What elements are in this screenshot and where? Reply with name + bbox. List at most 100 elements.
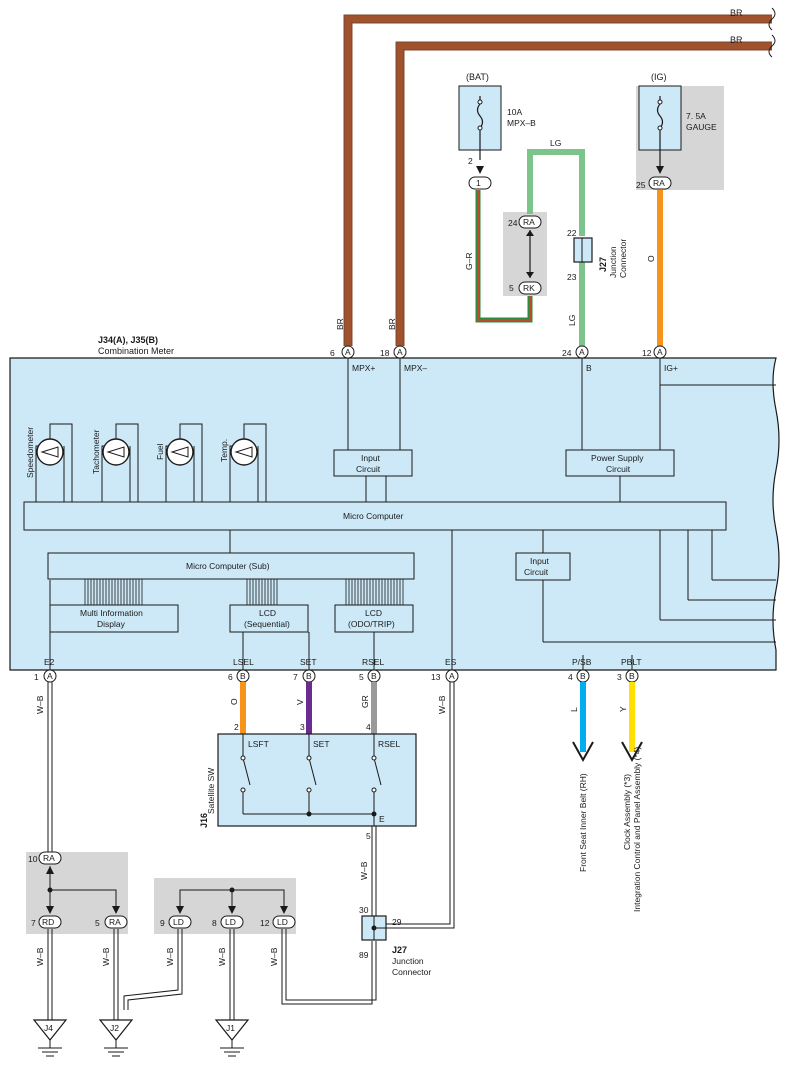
svg-text:B: B (580, 671, 586, 681)
j27-top-pin-22: 22 (567, 228, 577, 238)
ra-rk-block: 24 RA 5 RK (503, 212, 547, 296)
svg-text:5: 5 (366, 831, 371, 841)
svg-text:A: A (657, 347, 663, 357)
ground-j1: J1 (214, 1019, 250, 1057)
ground-wires (47, 929, 377, 1020)
pin12-number: 12 (642, 348, 652, 358)
bottom-wires: W–B O V GR W–B L Y Front Seat Inner Belt… (35, 682, 643, 929)
fuse-icon (476, 96, 484, 160)
svg-text:J1: J1 (226, 1023, 235, 1033)
psb-destination: Front Seat Inner Belt (RH) (578, 773, 588, 872)
j27-junction-top: 22 23 J27 Junction Connector (567, 228, 628, 282)
ld-splice-group: 9 8 12 LD LD LD (154, 878, 296, 934)
bat-fuse-group: (BAT) 10A MPX–B 2 1 (458, 72, 536, 190)
svg-text:A: A (345, 347, 351, 357)
satellite-switch: 2 3 4 LSFT SET RSEL E J16 Satellite SW (199, 722, 417, 916)
svg-text:Connector: Connector (392, 967, 431, 977)
svg-text:Micro Computer (Sub): Micro Computer (Sub) (186, 561, 270, 571)
j27-top-id: J27 (598, 257, 608, 272)
meter-bottom-pins: 1 A 6 B 7 B 5 B 13 A 4 B 3 B (34, 669, 639, 683)
pin18-connector: A (393, 345, 407, 359)
svg-text:Display: Display (97, 619, 126, 629)
svg-text:LCD: LCD (365, 608, 382, 618)
pin6-connector: A (341, 345, 355, 359)
svg-text:J4: J4 (44, 1023, 53, 1033)
multi-information-display: Multi Information Display (49, 604, 179, 633)
svg-text:Temp.: Temp. (219, 439, 229, 462)
svg-text:B: B (371, 671, 377, 681)
pin12-connector: A (653, 345, 667, 359)
svg-text:7: 7 (293, 672, 298, 682)
pblt-destination-1: Clock Assembly (*3) (622, 774, 632, 850)
j27-top-name-2: Connector (618, 239, 628, 278)
pin6-wire: BR (335, 318, 345, 330)
j27-junction-bottom: 30 29 89 J27 Junction Connector (359, 905, 431, 977)
fuel-gauge: Fuel (155, 423, 203, 502)
bat-pin: 2 (468, 156, 473, 166)
meter-top-pins: BR BR 6 18 24 12 A A A A MPX+ MPX– B IG+ (330, 318, 678, 373)
svg-text:J27: J27 (392, 945, 407, 955)
svg-text:O: O (229, 698, 239, 705)
svg-text:LD: LD (225, 917, 236, 927)
svg-text:89: 89 (359, 950, 369, 960)
ig-pin: 25 (636, 180, 646, 190)
svg-text:3: 3 (617, 672, 622, 682)
ig-label: (IG) (651, 72, 667, 82)
svg-text:Power Supply: Power Supply (591, 453, 644, 463)
temp-gauge: Temp. (219, 423, 267, 502)
svg-text:W–B: W–B (217, 947, 227, 966)
ground-j2: J2 (98, 1019, 134, 1057)
gr-wire-label: G–R (464, 253, 474, 270)
svg-text:Fuel: Fuel (155, 443, 165, 460)
sig-mpx-plus: MPX+ (352, 363, 375, 373)
svg-text:Junction: Junction (392, 956, 424, 966)
svg-text:Circuit: Circuit (606, 464, 631, 474)
svg-text:A: A (579, 347, 585, 357)
input-circuit-2: Input Circuit (515, 552, 571, 581)
j27-top-pin-23: 23 (567, 272, 577, 282)
svg-text:W–B: W–B (35, 947, 45, 966)
sig-mpx-minus: MPX– (404, 363, 427, 373)
svg-text:RA: RA (43, 853, 55, 863)
ig-fuse-icon (656, 96, 664, 170)
svg-text:7: 7 (31, 918, 36, 928)
ig-fuse-group: (IG) 7. 5A GAUGE 25 RA O (636, 72, 724, 346)
svg-text:6: 6 (228, 672, 233, 682)
svg-text:SET: SET (300, 657, 317, 667)
svg-text:SET: SET (313, 739, 330, 749)
svg-text:8: 8 (212, 918, 217, 928)
svg-text:30: 30 (359, 905, 369, 915)
j27-top-name-1: Junction (608, 246, 618, 278)
svg-text:(ODO/TRIP): (ODO/TRIP) (348, 619, 395, 629)
bat-fuse-name: MPX–B (507, 118, 536, 128)
gauges: Speedometer Tachometer Fuel Temp. (25, 423, 267, 502)
ground-icon (98, 1019, 134, 1041)
svg-text:13: 13 (431, 672, 441, 682)
svg-text:Y: Y (618, 706, 628, 712)
pin18-wire: BR (387, 318, 397, 330)
br-wire-label-1: BR (730, 8, 743, 18)
svg-text:10: 10 (28, 854, 38, 864)
arrow-down-icon (572, 741, 594, 763)
svg-text:W–B: W–B (101, 947, 111, 966)
svg-text:Tachometer: Tachometer (91, 429, 101, 474)
svg-text:Multi Information: Multi Information (80, 608, 143, 618)
ig-fuse-name: GAUGE (686, 122, 717, 132)
svg-text:Input: Input (530, 556, 550, 566)
svg-text:E: E (379, 814, 385, 824)
pblt-destination-2: Integration Control and Panel Assembly (… (632, 746, 642, 912)
svg-text:W–B: W–B (35, 695, 45, 714)
svg-text:A: A (449, 671, 455, 681)
bat-fuse-rating: 10A (507, 107, 522, 117)
speedometer-gauge: Speedometer (25, 423, 73, 502)
pin24-connector: A (575, 345, 589, 359)
svg-text:Micro Computer: Micro Computer (343, 511, 404, 521)
micro-computer: Micro Computer (23, 501, 727, 531)
svg-text:LD: LD (173, 917, 184, 927)
satellite-name: Satellite SW (206, 768, 216, 814)
arrow-down-icon (621, 741, 643, 763)
br-wire-label-2: BR (730, 35, 743, 45)
svg-text:LCD: LCD (259, 608, 276, 618)
svg-text:(Sequential): (Sequential) (244, 619, 290, 629)
lg-wire-label-side: LG (567, 315, 577, 326)
